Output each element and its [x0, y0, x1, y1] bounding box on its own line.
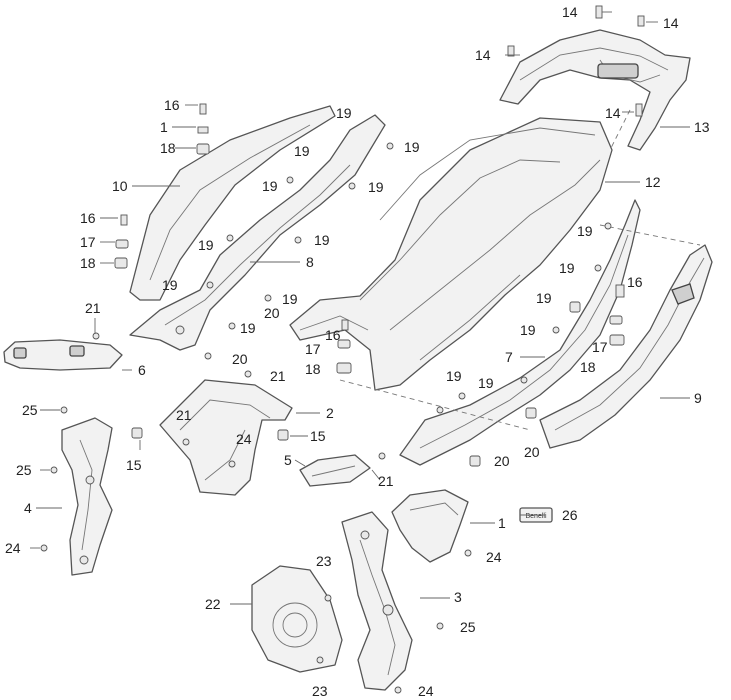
callout-16: 16 [325, 327, 341, 343]
callout-19: 19 [520, 322, 536, 338]
lower-panel-part-6 [3, 339, 123, 371]
callout-19: 19 [282, 291, 298, 307]
center-bracket-part-2 [159, 379, 293, 496]
callout-24: 24 [5, 540, 21, 556]
callout-7: 7 [505, 349, 513, 365]
callout-21: 21 [270, 368, 286, 384]
assembly-dashed-lines [339, 109, 701, 431]
callout-20: 20 [264, 305, 280, 321]
callout-19: 19 [577, 223, 593, 239]
side-cover-right-part-9 [539, 244, 713, 449]
callout-18: 18 [580, 359, 596, 375]
callout-25: 25 [22, 402, 38, 418]
callout-18: 18 [305, 361, 321, 377]
frame-bracket-part-4 [61, 417, 113, 576]
callout-21: 21 [176, 407, 192, 423]
callout-19: 19 [559, 260, 575, 276]
callout-19: 19 [314, 232, 330, 248]
callout-24: 24 [486, 549, 502, 565]
callout-17: 17 [305, 341, 321, 357]
callout-19: 19 [262, 178, 278, 194]
callout-18: 18 [160, 140, 176, 156]
callout-1: 1 [160, 119, 168, 135]
lower-bracket-part-1 [391, 489, 469, 563]
callout-20: 20 [232, 351, 248, 367]
inner-cover-right-part-7 [399, 199, 641, 466]
callout-21: 21 [85, 300, 101, 316]
callout-1: 1 [498, 515, 506, 531]
callout-19: 19 [404, 139, 420, 155]
callout-4: 4 [24, 500, 32, 516]
callout-2: 2 [326, 405, 334, 421]
callout-labels: 14 14 14 14 13 12 16 1 18 10 16 17 18 21… [5, 4, 710, 699]
callout-19: 19 [478, 375, 494, 391]
callout-22: 22 [205, 596, 221, 612]
fasteners [40, 5, 645, 694]
callout-26: 26 [562, 507, 578, 523]
callout-19: 19 [336, 105, 352, 121]
callout-23: 23 [316, 553, 332, 569]
callout-6: 6 [138, 362, 146, 378]
callout-19: 19 [162, 277, 178, 293]
callout-14: 14 [605, 105, 621, 121]
seat-part-12 [289, 117, 613, 391]
sprocket-cover-part-22 [251, 565, 343, 673]
label-tag-text: Benelli [525, 513, 546, 520]
callout-9: 9 [694, 390, 702, 406]
callout-20: 20 [524, 444, 540, 460]
callout-25: 25 [16, 462, 32, 478]
callout-19: 19 [198, 237, 214, 253]
callout-19: 19 [240, 320, 256, 336]
grab-rail-part-13 [499, 29, 691, 151]
callout-19: 19 [446, 368, 462, 384]
callout-14: 14 [562, 4, 578, 20]
callout-10: 10 [112, 178, 128, 194]
callout-20: 20 [494, 453, 510, 469]
small-piece-part-5 [299, 454, 371, 487]
callout-15: 15 [126, 457, 142, 473]
callout-15: 15 [310, 428, 326, 444]
callout-14: 14 [475, 47, 491, 63]
side-cover-left-part-10 [129, 105, 336, 301]
callout-16: 16 [627, 274, 643, 290]
callout-17: 17 [80, 234, 96, 250]
callout-25: 25 [460, 619, 476, 635]
callout-8: 8 [306, 254, 314, 270]
callout-24: 24 [236, 431, 252, 447]
callout-23: 23 [312, 683, 328, 699]
callout-19: 19 [368, 179, 384, 195]
callout-19: 19 [294, 143, 310, 159]
callout-16: 16 [80, 210, 96, 226]
callout-21: 21 [378, 473, 394, 489]
callout-17: 17 [592, 339, 608, 355]
callout-12: 12 [645, 174, 661, 190]
callout-19: 19 [536, 290, 552, 306]
callout-5: 5 [284, 452, 292, 468]
frame-support-part-3 [341, 511, 413, 691]
callout-3: 3 [454, 589, 462, 605]
callout-13: 13 [694, 119, 710, 135]
callout-24: 24 [418, 683, 434, 699]
callout-18: 18 [80, 255, 96, 271]
callout-14: 14 [663, 15, 679, 31]
callout-16: 16 [164, 97, 180, 113]
inner-cover-left-part-8 [129, 114, 386, 351]
leader-lines [30, 11, 690, 605]
